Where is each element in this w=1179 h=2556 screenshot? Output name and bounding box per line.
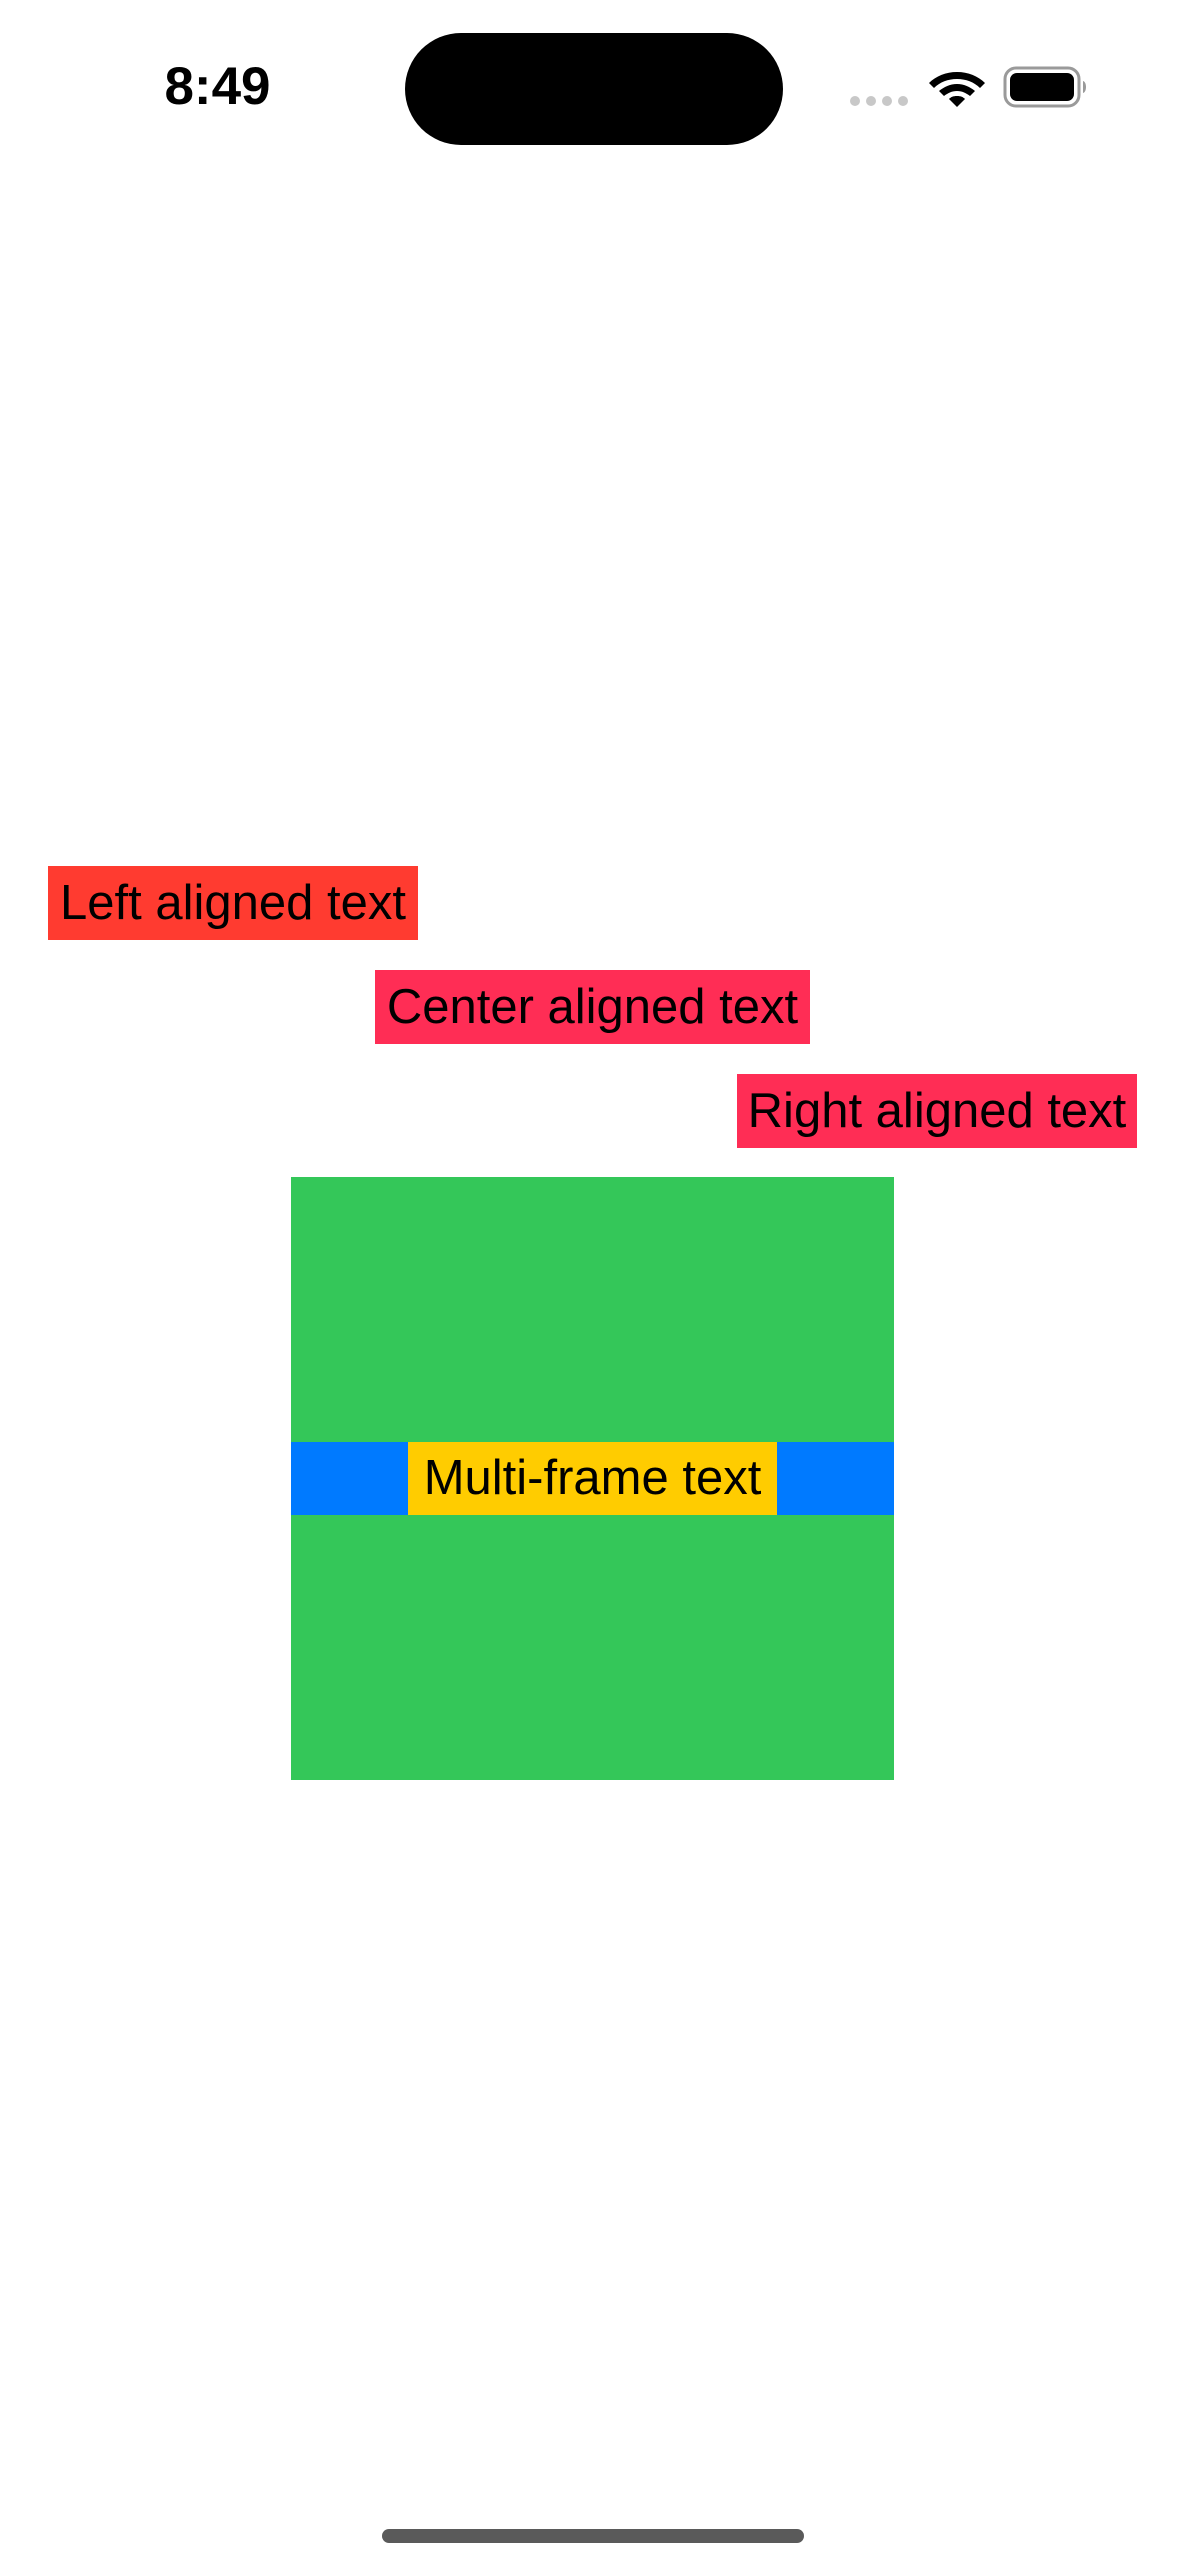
battery-icon [1003, 66, 1086, 108]
dynamic-island [405, 33, 783, 145]
wifi-icon [929, 72, 985, 107]
multi-frame-text: Multi-frame text [408, 1442, 777, 1515]
home-indicator[interactable] [382, 2529, 804, 2543]
green-frame: Multi-frame text [291, 1177, 894, 1780]
signal-icon [850, 95, 912, 107]
right-aligned-text: Right aligned text [737, 1074, 1137, 1148]
left-aligned-text: Left aligned text [48, 866, 418, 940]
status-time: 8:49 [164, 57, 271, 116]
blue-frame: Multi-frame text [291, 1442, 894, 1515]
center-aligned-text: Center aligned text [375, 970, 810, 1044]
